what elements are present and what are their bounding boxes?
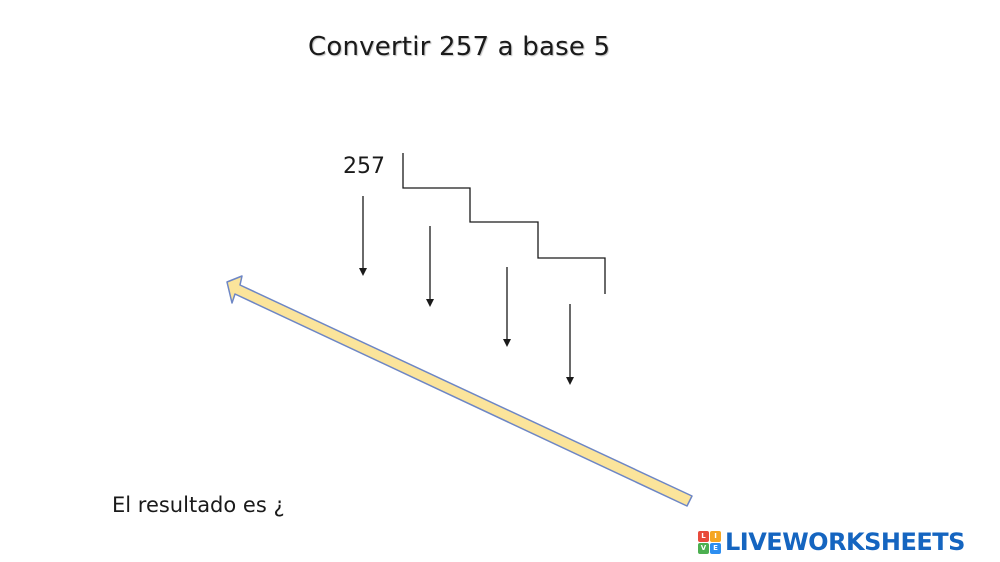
logo-letter-i: I xyxy=(710,530,721,542)
result-prompt: El resultado es ¿ xyxy=(112,493,285,517)
page-title: Convertir 257 a base 5 xyxy=(308,32,611,62)
logo-letter-v: V xyxy=(698,542,709,554)
brand-name: LIVEWORKSHEETS xyxy=(725,528,965,556)
read-direction-arrow xyxy=(226,275,693,507)
division-staircase xyxy=(402,153,606,294)
dividend-number: 257 xyxy=(343,154,385,179)
logo-letter-l: L xyxy=(698,530,709,542)
liveworksheets-logo-icon: L I V E xyxy=(698,530,721,554)
liveworksheets-brand: L I V E LIVEWORKSHEETS xyxy=(698,527,965,557)
logo-letter-e: E xyxy=(710,542,721,554)
